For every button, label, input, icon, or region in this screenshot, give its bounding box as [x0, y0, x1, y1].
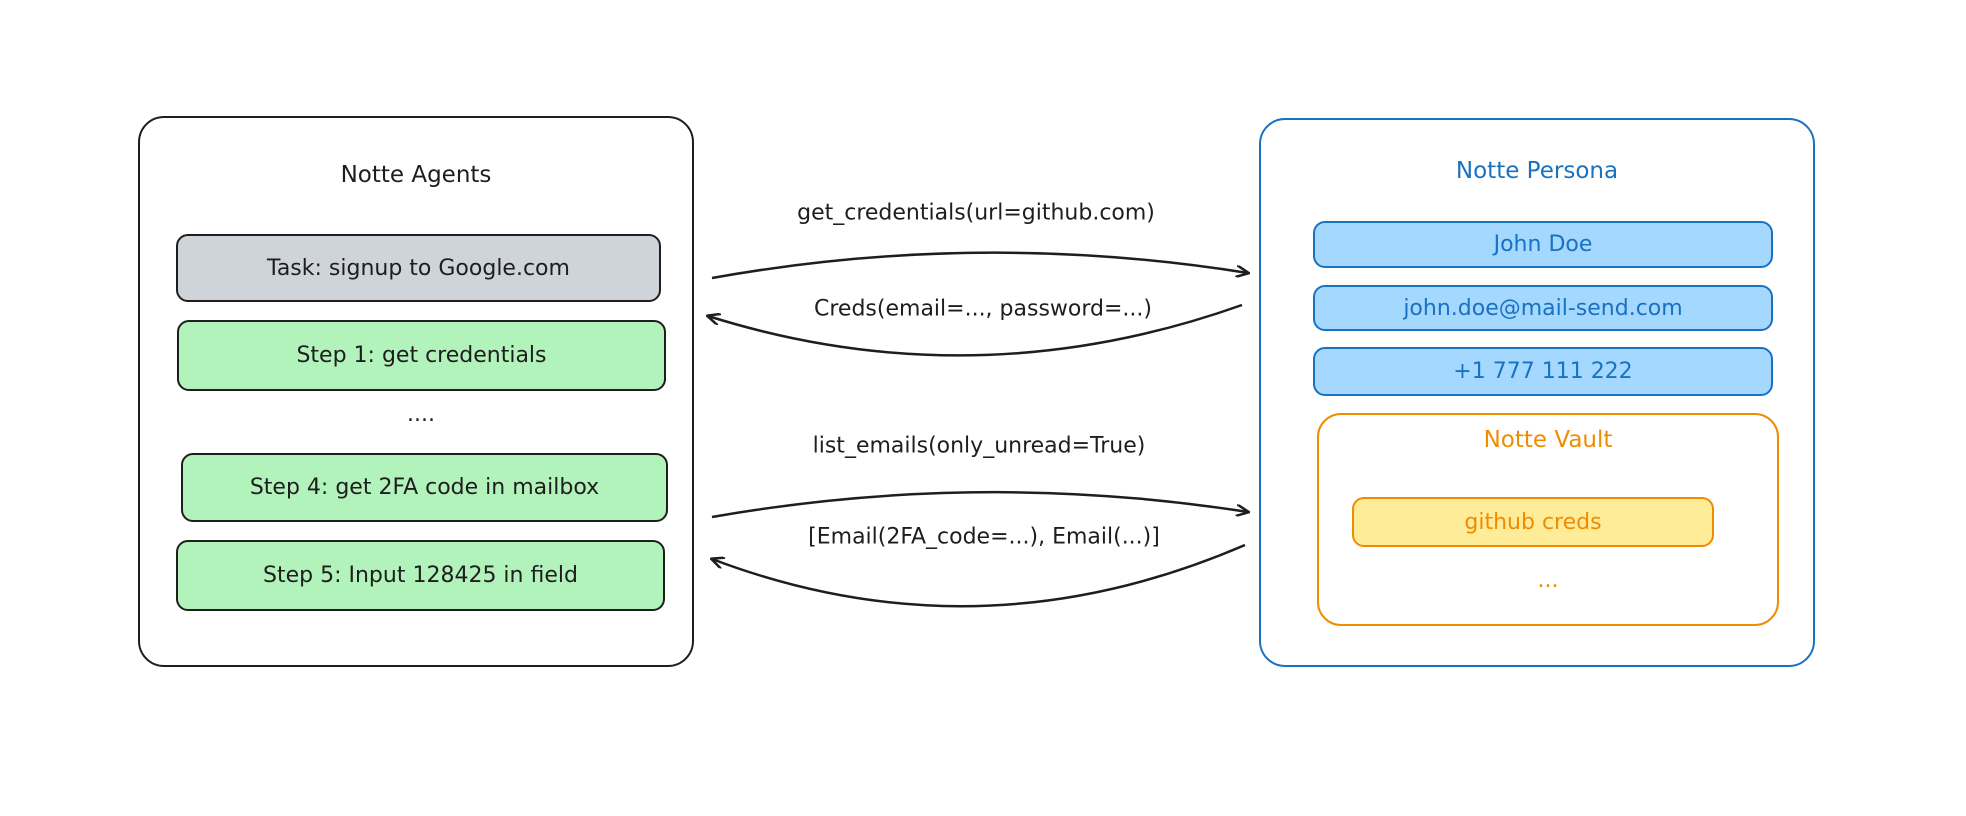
vault-ellipsis: ... [1537, 568, 1559, 593]
notte-persona-title: Notte Persona [1455, 158, 1619, 184]
notte-vault-title: Notte Vault [1483, 427, 1613, 453]
emails-response-label: [Email(2FA_code=...), Email(...)] [808, 524, 1160, 550]
step-4-card: Step 4: get 2FA code in mailbox [181, 453, 668, 522]
persona-name-field: John Doe [1313, 221, 1773, 268]
persona-phone-field: +1 777 111 222 [1313, 347, 1773, 396]
list-emails-arrow [711, 490, 1248, 519]
emails-response-arrow [712, 543, 1246, 608]
creds-response-label: Creds(email=..., password=...) [814, 296, 1152, 322]
task-card: Task: signup to Google.com [176, 234, 661, 302]
vault-item-github-creds: github creds [1352, 497, 1714, 547]
steps-ellipsis: .... [407, 402, 435, 427]
step-1-card: Step 1: get credentials [177, 320, 666, 391]
step-5-card: Step 5: Input 128425 in field [176, 540, 665, 611]
get-credentials-label: get_credentials(url=github.com) [797, 200, 1155, 226]
get-credentials-arrow [711, 251, 1248, 280]
creds-response-arrow [708, 303, 1243, 357]
list-emails-label: list_emails(only_unread=True) [812, 433, 1146, 459]
notte-agents-title: Notte Agents [340, 162, 492, 188]
notte-vault-panel: Notte Vault [1317, 413, 1779, 626]
persona-email-field: john.doe@mail-send.com [1313, 285, 1773, 331]
